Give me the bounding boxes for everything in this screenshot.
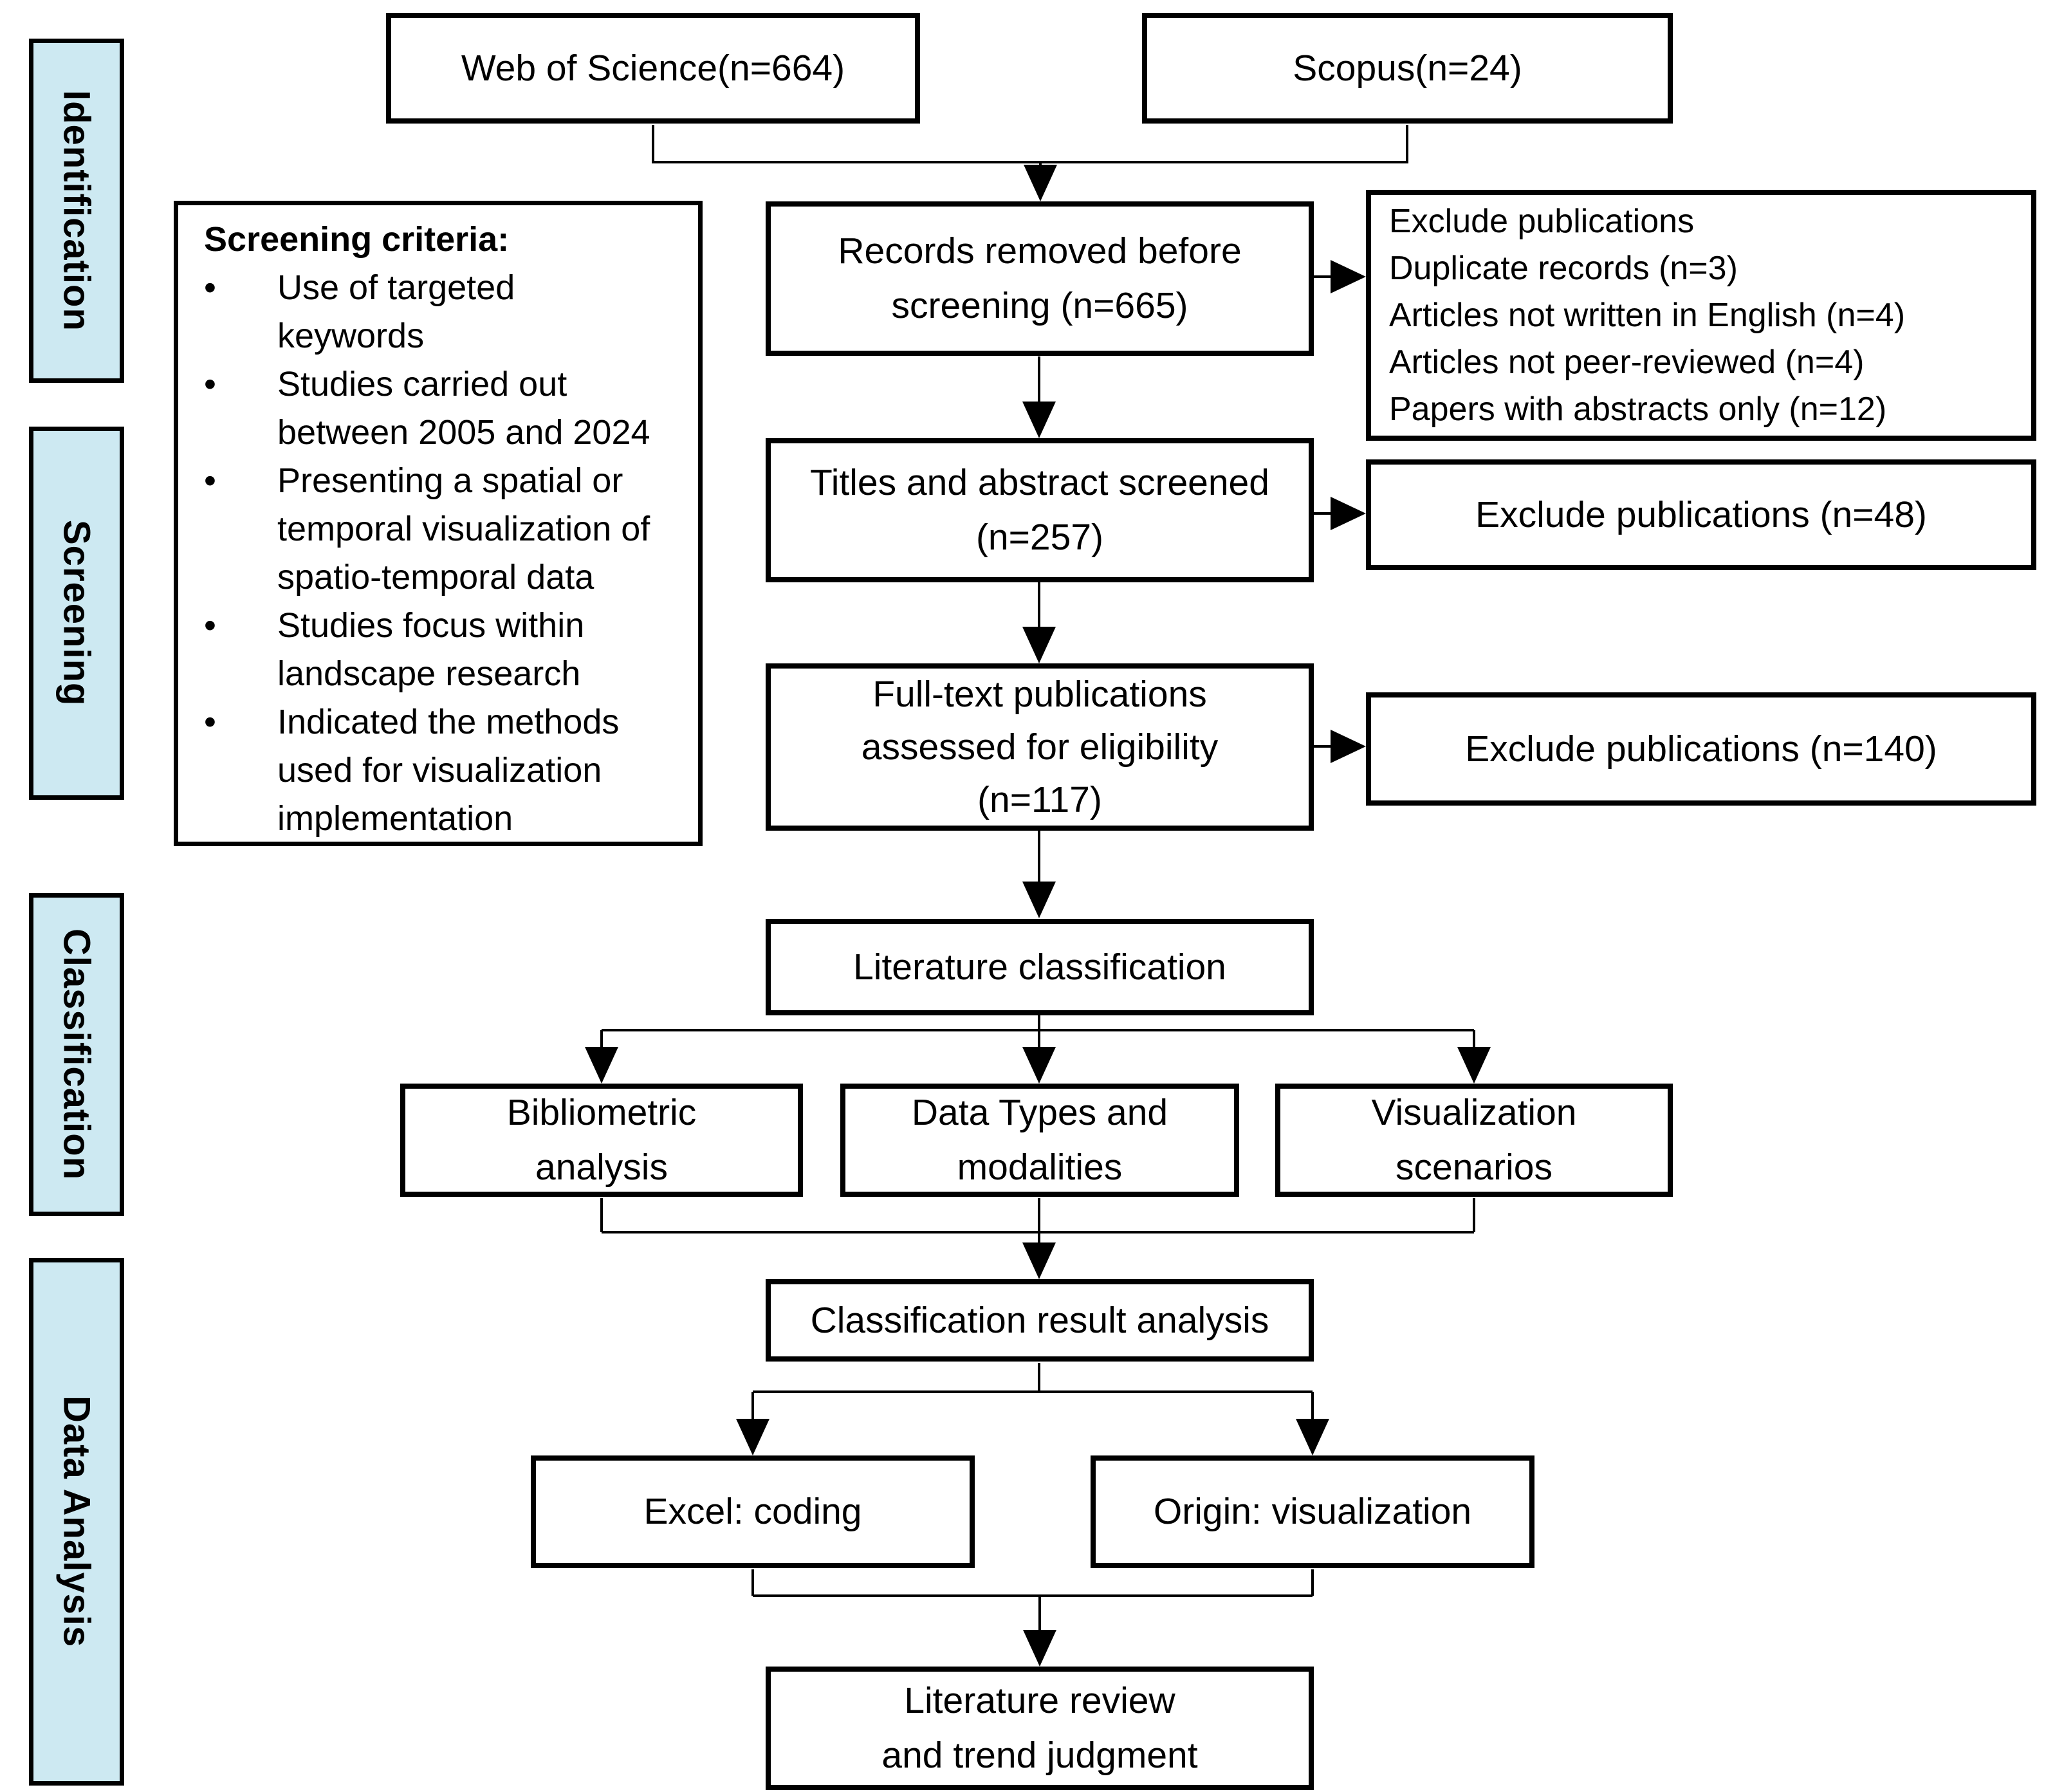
bullet-icon: • xyxy=(204,365,216,403)
criteria-item-text: Studies carried out between 2005 and 202… xyxy=(277,365,650,452)
arrow-into-cra xyxy=(1022,1242,1056,1279)
fulltext-assessed-label: Full-text publications assessed for elig… xyxy=(861,673,1219,821)
stage-screening: Screening xyxy=(29,427,124,800)
literature-review-label: Literature review and trend judgment xyxy=(881,1679,1198,1777)
fulltext-assessed-box: Full-text publications assessed for elig… xyxy=(766,663,1314,831)
data-types-label: Data Types and modalities xyxy=(911,1091,1168,1188)
stage-screening-label: Screening xyxy=(55,520,98,707)
stage-identification: Identification xyxy=(29,39,124,383)
records-removed-label: Records removed before screening (n=665) xyxy=(838,230,1242,327)
criteria-item: • Indicated the methods used for visuali… xyxy=(204,698,685,843)
visualization-scenarios-box: Visualization scenarios xyxy=(1275,1084,1673,1197)
arrow-into-litclass xyxy=(1022,882,1056,918)
criteria-item: • Presenting a spatial or temporal visua… xyxy=(204,457,685,602)
exclusion-line: Duplicate records (n=3) xyxy=(1389,249,1738,287)
literature-classification-label: Literature classification xyxy=(853,946,1226,988)
arrow-into-exclude140 xyxy=(1331,730,1366,763)
criteria-item-text: Presenting a spatial or temporal visuali… xyxy=(277,461,650,596)
classification-result-analysis-box: Classification result analysis xyxy=(766,1279,1314,1362)
stage-classification-label: Classification xyxy=(55,928,98,1181)
exclude-48-label: Exclude publications (n=48) xyxy=(1475,494,1927,535)
bullet-icon: • xyxy=(204,268,216,307)
literature-classification-box: Literature classification xyxy=(766,919,1314,1015)
arrow-into-excel xyxy=(736,1419,769,1455)
exclude-before-screening-box: Exclude publications Duplicate records (… xyxy=(1366,190,2036,441)
data-types-box: Data Types and modalities xyxy=(840,1084,1239,1197)
arrow-into-datatypes xyxy=(1022,1047,1056,1084)
bullet-icon: • xyxy=(204,606,216,645)
arrow-into-titles xyxy=(1022,402,1056,438)
origin-visualization-box: Origin: visualization xyxy=(1091,1455,1534,1568)
classification-result-analysis-label: Classification result analysis xyxy=(810,1299,1269,1341)
exclude-140-label: Exclude publications (n=140) xyxy=(1465,728,1937,770)
screening-criteria-title: Screening criteria: xyxy=(204,220,510,259)
records-removed-box: Records removed before screening (n=665) xyxy=(766,201,1314,356)
literature-review-box: Literature review and trend judgment xyxy=(766,1667,1314,1790)
arrow-into-exclude1 xyxy=(1331,260,1366,293)
bibliometric-analysis-label: Bibliometric analysis xyxy=(506,1091,697,1188)
arrow-into-fulltext xyxy=(1022,627,1056,663)
exclusion-line: Articles not written in English (n=4) xyxy=(1389,296,1906,334)
origin-visualization-label: Origin: visualization xyxy=(1153,1491,1472,1533)
bullet-icon: • xyxy=(204,461,216,500)
criteria-item: • Studies carried out between 2005 and 2… xyxy=(204,360,685,457)
criteria-item-text: Use of targeted keywords xyxy=(277,268,515,355)
arrow-into-records xyxy=(1024,165,1057,201)
stage-identification-label: Identification xyxy=(55,90,98,331)
web-of-science-box: Web of Science(n=664) xyxy=(386,13,920,124)
bullet-icon: • xyxy=(204,703,216,741)
arrow-into-review xyxy=(1023,1630,1056,1667)
arrow-into-visscenarios xyxy=(1457,1047,1491,1084)
excel-coding-label: Excel: coding xyxy=(643,1491,862,1533)
connector-sources-merge xyxy=(652,125,1408,163)
criteria-item-text: Studies focus within landscape research xyxy=(277,606,585,693)
bibliometric-analysis-box: Bibliometric analysis xyxy=(400,1084,803,1197)
scopus-box: Scopus(n=24) xyxy=(1142,13,1673,124)
exclusion-line: Papers with abstracts only (n=12) xyxy=(1389,390,1887,428)
criteria-item-text: Indicated the methods used for visualiza… xyxy=(277,703,620,838)
criteria-item: • Use of targeted keywords xyxy=(204,264,685,360)
exclusion-line: Exclude publications xyxy=(1389,202,1695,240)
arrow-into-bibliometric xyxy=(585,1047,618,1084)
exclude-140-box: Exclude publications (n=140) xyxy=(1366,692,2036,806)
exclude-48-box: Exclude publications (n=48) xyxy=(1366,459,2036,570)
excel-coding-box: Excel: coding xyxy=(531,1455,975,1568)
stage-classification: Classification xyxy=(29,893,124,1216)
criteria-item: • Studies focus within landscape researc… xyxy=(204,602,685,698)
arrow-into-origin xyxy=(1296,1419,1329,1455)
titles-screened-box: Titles and abstract screened (n=257) xyxy=(766,438,1314,582)
visualization-scenarios-label: Visualization scenarios xyxy=(1371,1091,1577,1188)
titles-screened-label: Titles and abstract screened (n=257) xyxy=(810,461,1269,559)
stage-data-analysis: Data Analysis xyxy=(29,1258,124,1786)
stage-data-analysis-label: Data Analysis xyxy=(55,1396,98,1648)
web-of-science-label: Web of Science(n=664) xyxy=(461,47,845,89)
scopus-label: Scopus(n=24) xyxy=(1293,47,1522,89)
arrow-into-exclude48 xyxy=(1331,497,1366,530)
screening-criteria-box: Screening criteria: • Use of targeted ke… xyxy=(174,201,703,846)
exclusion-line: Articles not peer-reviewed (n=4) xyxy=(1389,343,1865,381)
